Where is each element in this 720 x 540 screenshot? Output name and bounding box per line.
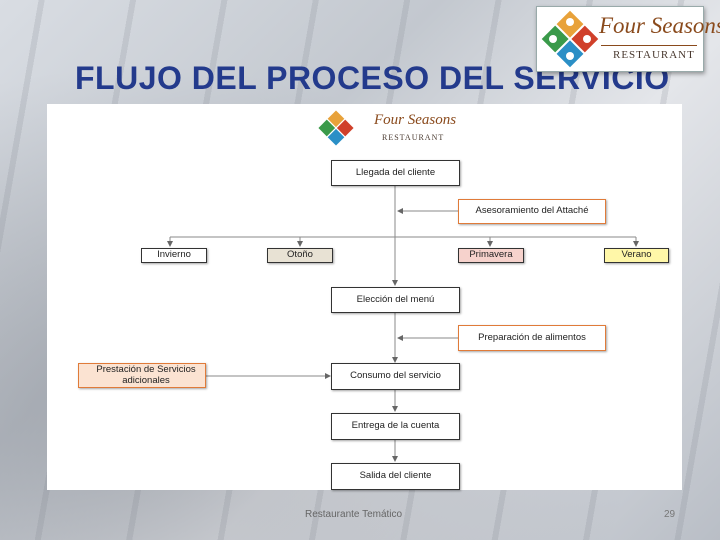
node-invierno: Invierno <box>141 248 207 263</box>
node-otono: Otoño <box>267 248 333 263</box>
node-primavera: Primavera <box>458 248 524 263</box>
node-eleccion: Elección del menú <box>331 287 460 313</box>
page-number: 29 <box>664 509 676 520</box>
logo-subtitle: RESTAURANT <box>613 49 695 61</box>
node-verano: Verano <box>604 248 669 263</box>
logo-name: Four Seasons <box>599 13 720 38</box>
seasons-logo-icon <box>541 10 599 68</box>
node-prestacion: Prestación de Servicios adicionales <box>78 363 206 388</box>
seasons-logo-small-icon <box>318 110 354 146</box>
node-entrega: Entrega de la cuenta <box>331 413 460 440</box>
node-consumo: Consumo del servicio <box>331 363 460 390</box>
node-asesoramiento: Asesoramiento del Attaché <box>458 199 606 224</box>
node-llegada: Llegada del cliente <box>331 160 460 186</box>
logo-small-name: Four Seasons <box>374 112 457 128</box>
logo-small: Four Seasons RESTAURANT <box>316 110 470 146</box>
node-preparacion: Preparación de alimentos <box>458 325 606 351</box>
logo-small-subtitle: RESTAURANT <box>382 133 445 142</box>
node-salida: Salida del cliente <box>331 463 460 490</box>
logo-main: Four Seasons RESTAURANT <box>536 6 720 72</box>
footer-text: Restaurante Temático <box>305 509 403 520</box>
